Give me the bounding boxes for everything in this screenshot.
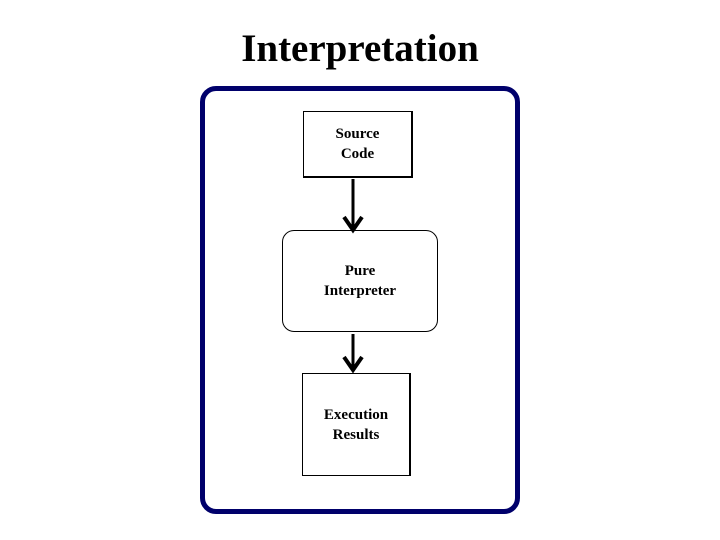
node-execution-results-line2: Results — [332, 426, 380, 443]
node-pure-interpreter-line2: Interpreter — [323, 283, 397, 299]
node-source-code-line2: Code — [340, 146, 375, 162]
node-pure-interpreter-line1: Pure — [344, 263, 376, 279]
node-execution-results: Execution Results — [302, 373, 411, 476]
node-source-code: Source Code — [303, 111, 413, 178]
page-title: Interpretation — [241, 27, 479, 70]
diagram-frame — [200, 86, 520, 514]
node-execution-results-line1: Execution — [323, 406, 389, 423]
node-source-code-line1: Source — [335, 126, 380, 142]
node-pure-interpreter: Pure Interpreter — [282, 230, 438, 332]
